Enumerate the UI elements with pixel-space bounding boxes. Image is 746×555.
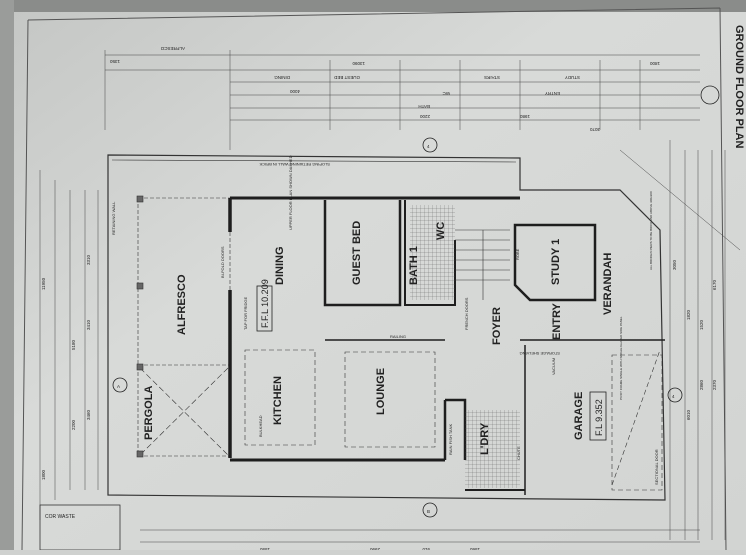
walls: [228, 196, 665, 495]
section-markers: [112, 85, 720, 518]
dim-label: 1820: [686, 309, 691, 320]
note: CHUTE: [516, 446, 521, 460]
marker-label: B: [427, 509, 430, 514]
dim-label: 2860: [699, 379, 704, 390]
note: STORAGE SHELVING: [519, 351, 560, 356]
right-dimension-labels: 6010 2860 2370 6170 3050 1820 1520: [672, 259, 717, 420]
bottom-dimension-lines: [140, 529, 700, 543]
dim-label: 3070: [589, 127, 600, 132]
note: VACUUM: [551, 358, 556, 375]
top-dimension-lines: [104, 50, 700, 150]
note: RAILING: [390, 334, 406, 339]
room-label-dining: DINING: [274, 247, 286, 286]
dim-label: ALFRESCO: [160, 46, 185, 51]
note: TAP FOR FRIDGE: [243, 296, 248, 330]
page-edge-top: [0, 0, 746, 12]
dim-label: 1800: [41, 469, 46, 480]
dim-label: 3310: [86, 254, 91, 265]
dim-label: GUEST BED: [333, 75, 360, 80]
dim-label: 4000: [289, 89, 300, 94]
room-label-lounge: LOUNGE: [375, 368, 387, 415]
right-dimension-lines: [619, 140, 741, 540]
main-floor-level: F.F.L 10.209: [260, 279, 270, 328]
waste-note: COR WASTE: [45, 514, 76, 520]
dim-label: 3460: [86, 409, 91, 420]
top-dimension-labels: 13090 1350 ALFRESCO DINING GUEST BED STA…: [109, 46, 660, 132]
plan-notes: BI-FOLD DOORS TAP FOR FRIDGE UPPER FLOOR…: [111, 155, 659, 485]
note: PIVOT FRAME SINGLE WITH SINGLE GLAZED SI…: [619, 316, 623, 400]
room-label-kitchen: KITCHEN: [272, 376, 284, 425]
bathroom-tiles: [410, 205, 455, 300]
dim-label: 2200: [419, 114, 430, 119]
dim-label: WC: [442, 91, 450, 96]
room-label-entry: ENTRY: [551, 302, 563, 340]
drawing-title: GROUND FLOOR PLAN: [733, 25, 745, 148]
dim-label: ENTRY: [545, 91, 560, 96]
room-label-garage: GARAGE: [573, 392, 585, 440]
laundry-tiles: [465, 410, 520, 488]
marker-label: A: [117, 384, 120, 389]
dim-label: 6010: [686, 409, 691, 420]
dim-label: 1800: [649, 61, 660, 66]
dim-label: STAIRS: [484, 75, 500, 80]
room-label-wc: WC: [435, 222, 447, 240]
dim-label: 1350: [109, 59, 120, 64]
room-label-bath: BATH 1: [408, 246, 420, 285]
note: UPPER FLOOR PLAN SHOWN DASHED: [288, 155, 293, 230]
note: SLOPING RETAINING WALL IN BRICK: [259, 162, 330, 167]
room-label-laundry: L'DRY: [479, 422, 491, 455]
dim-label: 1980: [519, 114, 530, 119]
left-dimension-labels: 11950 3310 3410 3460 5180 1800 2200: [41, 254, 91, 480]
room-label-study: STUDY 1: [550, 239, 562, 285]
marker-label: 4: [427, 144, 430, 149]
dim-label: 3050: [672, 259, 677, 270]
dim-label: 2200: [71, 419, 76, 430]
page-edge-left: [0, 0, 14, 550]
marker-label: 4: [672, 394, 675, 399]
garage-outline: [244, 349, 663, 491]
note: RAIN FISH TANK: [448, 423, 453, 455]
section-marker-labels: A 4 B 4: [117, 144, 675, 514]
dim-label: 13090: [352, 61, 365, 66]
dim-label: 2370: [712, 379, 717, 390]
dim-label: 5180: [71, 339, 76, 350]
dim-label: STUDY: [565, 75, 580, 80]
room-label-verandah: VERANDAH: [602, 253, 614, 315]
note: ALL BROKEN PIERS TO BE BRICK AND ABOVE 3…: [649, 191, 653, 270]
dim-label: 6170: [712, 279, 717, 290]
garage-level-box: [589, 391, 607, 441]
alfresco-area: [136, 195, 231, 458]
dim-label: DINING: [274, 75, 290, 80]
room-label-foyer: FOYER: [491, 307, 503, 345]
note: RETAINING WALL: [111, 201, 116, 235]
stairs: [455, 229, 510, 300]
room-label-pergola: PERGOLA: [143, 386, 155, 440]
dim-label: 3410: [86, 319, 91, 330]
dim-label: 1520: [699, 319, 704, 330]
ffl-box: [256, 285, 273, 332]
note: FRENCH DOORS: [464, 297, 469, 330]
room-labels: ALFRESCO PERGOLA DINING KITCHEN GUEST BE…: [143, 221, 614, 455]
dim-label: BATH: [418, 104, 430, 109]
left-dimension-lines: [39, 170, 99, 520]
dim-label: 11950: [41, 277, 46, 290]
garage-floor-level: F.L 9.352: [594, 399, 604, 436]
note: SECTIONAL DOOR: [654, 449, 659, 485]
note: BULKHEAD: [258, 415, 263, 437]
room-label-alfresco: ALFRESCO: [176, 274, 188, 335]
room-label-guest-bed: GUEST BED: [351, 221, 363, 285]
note: BI-FOLD DOORS: [220, 246, 225, 278]
note: ROBE: [515, 248, 520, 260]
retaining-wall: [107, 154, 666, 501]
